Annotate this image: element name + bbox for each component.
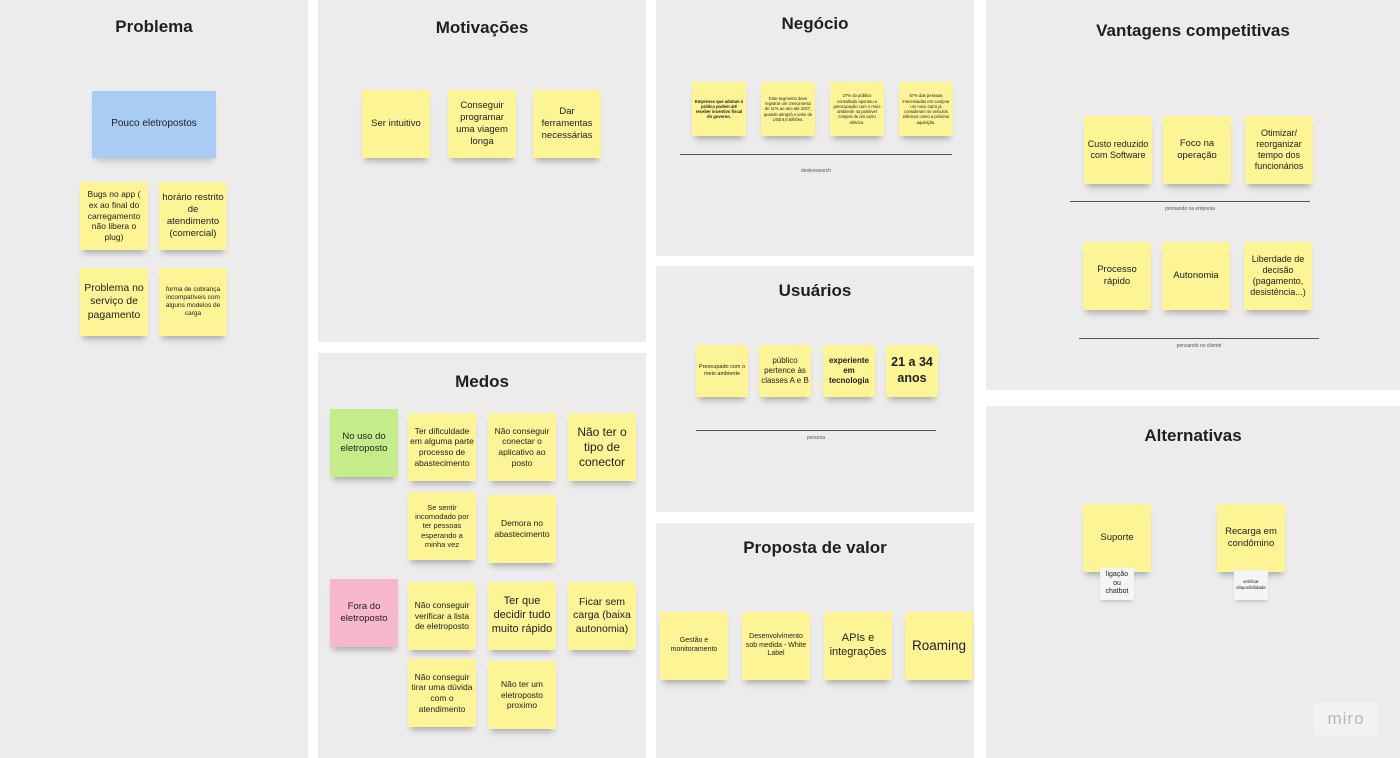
problema-panel: Problema Pouco eletropostos Bugs no app … [0,0,308,758]
sticky-note[interactable]: Dar ferramentas necessárias [533,90,601,158]
usuarios-title: Usuários [778,281,852,300]
alternativas-title: Alternativas [1144,426,1242,445]
medos-title: Medos [455,372,509,391]
sticky-note[interactable]: Roaming [905,612,973,680]
negocio-title: Negócio [781,14,849,33]
sticky-note[interactable]: Demora no abastecimento [488,495,556,563]
sticky-note[interactable]: Foco na operação [1163,116,1231,184]
sticky-note[interactable]: Liberdade de decisão (pagamento, desistê… [1244,242,1312,310]
category-note[interactable]: Fora do eletroposto [330,579,398,647]
sticky-note[interactable]: Preocupado com o meio ambiente [696,345,748,397]
sticky-note[interactable]: forma de cobrança incompatíveis com algu… [159,268,227,336]
sticky-note[interactable]: Ter que decidir tudo muito rápido [488,582,556,650]
sub-note[interactable]: verificar disponibilidade [1234,570,1268,600]
sticky-note[interactable]: Gestão e monitoramento [660,612,728,680]
divider [696,430,936,431]
sticky-note[interactable]: Não conseguir conectar o aplicativo ao p… [488,413,556,481]
sticky-note[interactable]: Ser intuitivo [362,90,430,158]
sticky-note[interactable]: 57% das pessoas interessadas em comprar … [899,82,953,136]
sticky-note[interactable]: experiente em tecnologia [823,345,875,397]
section-caption: pensando no cliente [1176,343,1222,349]
sticky-note[interactable]: 27% do público consultado apontou a preo… [830,82,884,136]
sticky-note[interactable]: Pouco eletropostos [92,91,216,158]
proposta-panel: Proposta de valor Gestão e monitoramento… [656,523,974,758]
sticky-note[interactable]: Não ter o tipo de conector [568,413,636,481]
sticky-note[interactable]: Suporte [1083,504,1151,572]
sticky-note[interactable]: Recarga em condômino [1217,504,1285,572]
sticky-note[interactable]: Otimizar/ reorganizar tempo dos funcioná… [1245,116,1313,184]
sticky-note[interactable]: Desenvolvimento sob medida - White Label [742,612,810,680]
sticky-note[interactable]: Conseguir programar uma viagem longa [448,90,516,158]
sticky-note[interactable]: Este segmento deve registrar um crescime… [761,82,815,136]
sticky-note[interactable]: APIs e integrações [824,612,892,680]
sticky-note[interactable]: Autonomia [1162,242,1230,310]
motivacoes-title: Motivações [435,18,529,37]
section-caption: deskresearch [800,168,831,174]
medos-panel: Medos No uso do eletroposto Ter dificuld… [318,353,646,758]
category-note[interactable]: No uso do eletroposto [330,409,398,477]
negocio-panel: Negócio Empresas que adotam à prática po… [656,0,974,256]
sticky-note[interactable]: Não conseguir tirar uma dúvida com o ate… [408,659,476,727]
vantagens-title: Vantagens competitivas [1096,21,1290,40]
sticky-note[interactable]: Ficar sem carga (baixa autonomia) [568,582,636,650]
sticky-note[interactable]: Não ter um eletroposto proximo [488,661,556,729]
sticky-note[interactable]: 21 a 34 anos [886,345,938,397]
sticky-note[interactable]: horário restrito de atendimento (comerci… [159,182,227,250]
sticky-note[interactable]: Processo rápido [1083,242,1151,310]
sticky-note[interactable]: Empresas que adotam à prática podem até … [692,82,746,136]
proposta-title: Proposta de valor [743,538,887,557]
sticky-note[interactable]: Se sentir incomodado por ter pessoas esp… [408,492,476,560]
section-caption: pensando na empresa [1165,206,1215,212]
alternativas-panel: Alternativas Suporte Recarga em condômin… [986,406,1400,758]
sticky-note[interactable]: Custo reduzido com Software [1084,116,1152,184]
sticky-note[interactable]: Problema no serviço de pagamento [80,268,148,336]
sticky-note[interactable]: Bugs no app ( ex ao final do carregament… [80,182,148,250]
sticky-note[interactable]: Não conseguir verificar a lista de eletr… [408,582,476,650]
motivacoes-panel: Motivações Ser intuitivo Conseguir progr… [318,0,646,342]
vantagens-panel: Vantagens competitivas Custo reduzido co… [986,0,1400,390]
divider [1079,338,1319,339]
divider [1070,201,1310,202]
sticky-note[interactable]: público pertence às classes A e B [759,345,811,397]
sticky-note[interactable]: Ter dificuldade em alguma parte processo… [408,413,476,481]
usuarios-panel: Usuários Preocupado com o meio ambiente … [656,266,974,512]
divider [680,154,952,155]
miro-logo: miro [1314,702,1378,736]
sub-note[interactable]: ligação ou chatbot [1100,568,1134,600]
section-caption: persona [806,435,826,441]
problema-title: Problema [115,17,193,36]
